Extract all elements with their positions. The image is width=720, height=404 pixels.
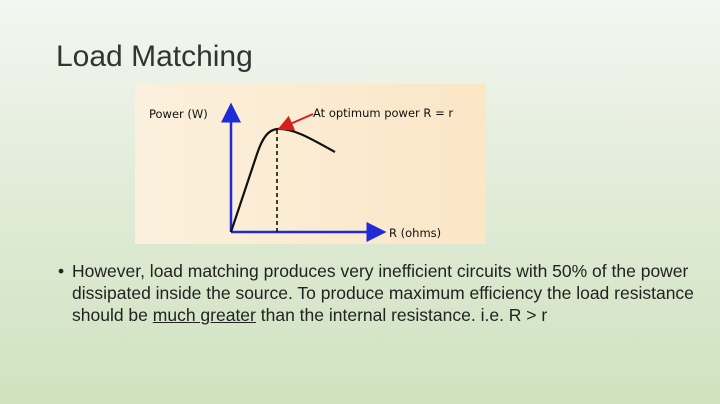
bullet-point: • However, load matching produces very i… — [58, 260, 698, 326]
bullet-emphasis: much greater — [152, 305, 256, 325]
slide-title: Load Matching — [56, 40, 253, 73]
bullet-text-part2: than the internal resistance. i.e. R > r — [255, 305, 548, 325]
power-vs-resistance-figure: Power (W) R (ohms) At optimum power R = … — [135, 84, 486, 244]
y-axis-label: Power (W) — [149, 107, 208, 121]
optimum-annotation: At optimum power R = r — [313, 106, 453, 120]
x-axis-label: R (ohms) — [389, 226, 441, 240]
bullet-text: However, load matching produces very ine… — [72, 260, 698, 326]
bullet-text-part1: However, load matching produces very ine… — [72, 261, 694, 325]
power-curve — [229, 127, 336, 233]
annotation-arrow — [277, 113, 314, 131]
bullet-dot-icon: • — [58, 261, 65, 281]
figure-svg: Power (W) R (ohms) At optimum power R = … — [149, 102, 453, 242]
